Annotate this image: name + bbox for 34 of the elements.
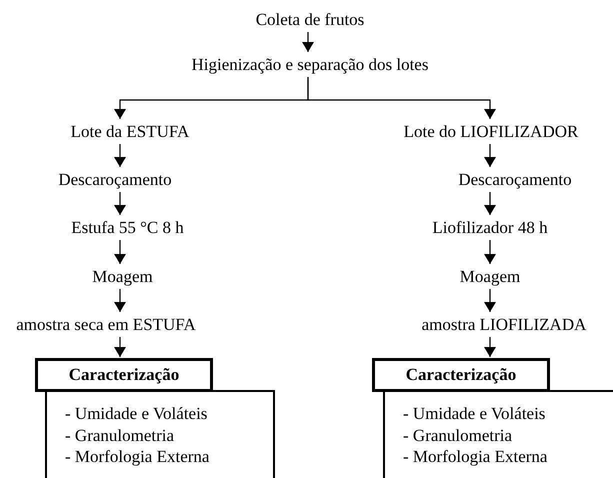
step-text: Descaroçamento — [432, 168, 598, 190]
step-text: Liofilizador 48 h — [422, 216, 558, 238]
arrow — [114, 289, 126, 312]
step-text: Coleta de frutos — [230, 8, 390, 30]
step-text: Lote do LIOFILIZADOR — [380, 120, 602, 142]
list-item: - Morfologia Externa — [403, 447, 548, 467]
arrow — [114, 144, 126, 167]
step-text: Estufa 55 °C 8 h — [55, 216, 200, 238]
arrow — [484, 192, 496, 215]
list-item: - Umidade e Voláteis — [403, 404, 546, 424]
step-text: amostra LIOFILIZADA — [396, 313, 612, 335]
step-text: Moagem — [90, 265, 155, 287]
arrow — [307, 77, 496, 119]
heading-box: Caracterização — [35, 358, 213, 392]
list-box — [45, 390, 275, 478]
arrow — [484, 240, 496, 264]
step-text: Moagem — [455, 265, 525, 287]
arrow — [114, 337, 126, 357]
arrow — [114, 240, 126, 264]
list-item: - Umidade e Voláteis — [65, 404, 208, 424]
arrow — [114, 192, 126, 215]
arrow — [302, 32, 314, 52]
step-text: Lote da ESTUFA — [55, 120, 205, 142]
list-item: - Granulometria — [65, 426, 176, 446]
step-text: amostra seca em ESTUFA — [0, 313, 212, 335]
step-text: Descaroçamento — [55, 168, 175, 190]
step-text: Higienização e separação dos lotes — [160, 53, 460, 75]
list-item: - Granulometria — [403, 426, 514, 446]
arrow — [484, 289, 496, 312]
list-item: - Morfologia Externa — [65, 447, 210, 467]
arrow — [484, 144, 496, 167]
arrow — [484, 337, 496, 357]
list-box — [383, 390, 613, 478]
heading-box: Caracterização — [372, 358, 550, 392]
